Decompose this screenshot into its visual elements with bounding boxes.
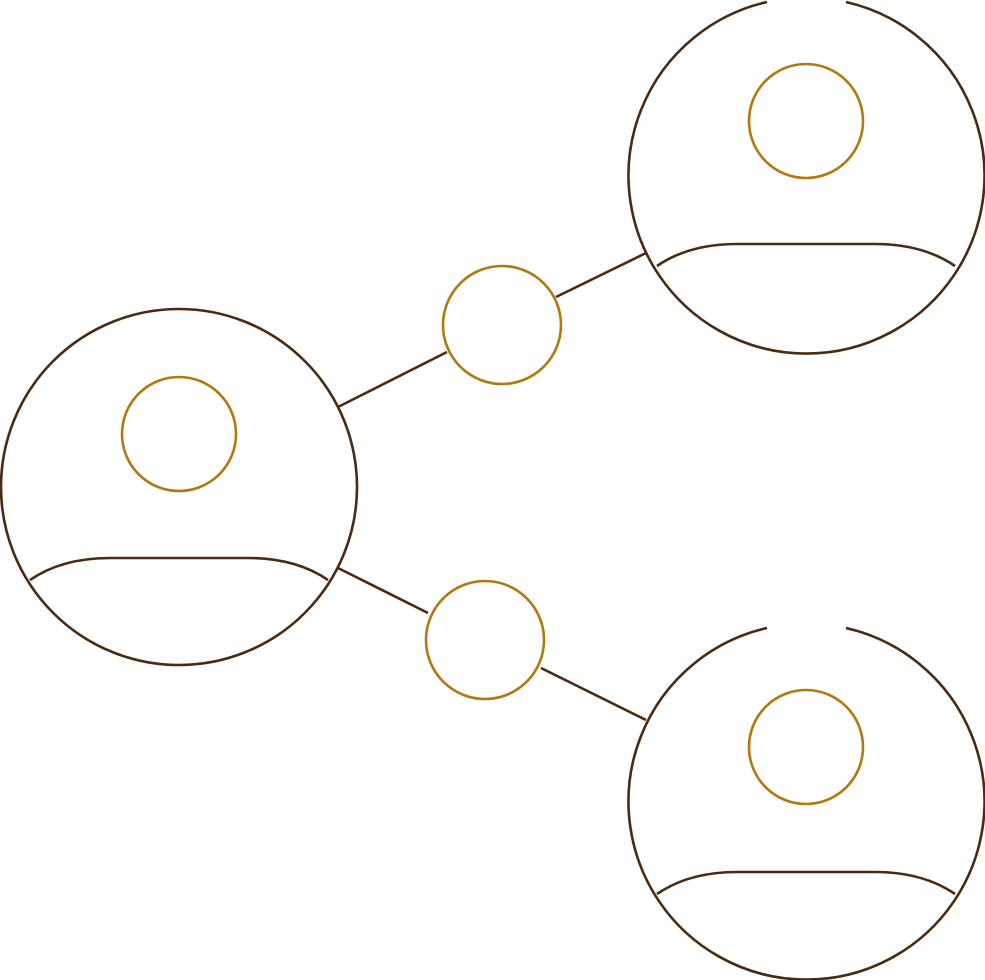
link-bottom-node-to-bottom-right — [540, 666, 647, 722]
user-avatar-left — [0, 307, 359, 667]
user-bottom-right-shoulders — [656, 870, 956, 896]
user-top-right-frame — [627, 0, 985, 355]
user-left-head-icon — [120, 375, 238, 493]
link-left-to-top-node — [337, 350, 448, 409]
link-top-node-to-top-right — [555, 251, 647, 299]
user-avatar-bottom-right — [627, 626, 985, 980]
user-top-right-shoulders — [656, 242, 956, 268]
connector-node-bottom — [424, 579, 546, 701]
user-bottom-right-head-icon — [747, 688, 865, 806]
user-avatar-top-right — [627, 0, 985, 355]
connector-node-top — [441, 264, 563, 386]
link-left-to-bottom-node — [337, 566, 429, 615]
user-left-shoulders — [29, 556, 329, 582]
user-top-right-head-icon — [747, 62, 865, 180]
user-left-frame — [0, 307, 359, 667]
